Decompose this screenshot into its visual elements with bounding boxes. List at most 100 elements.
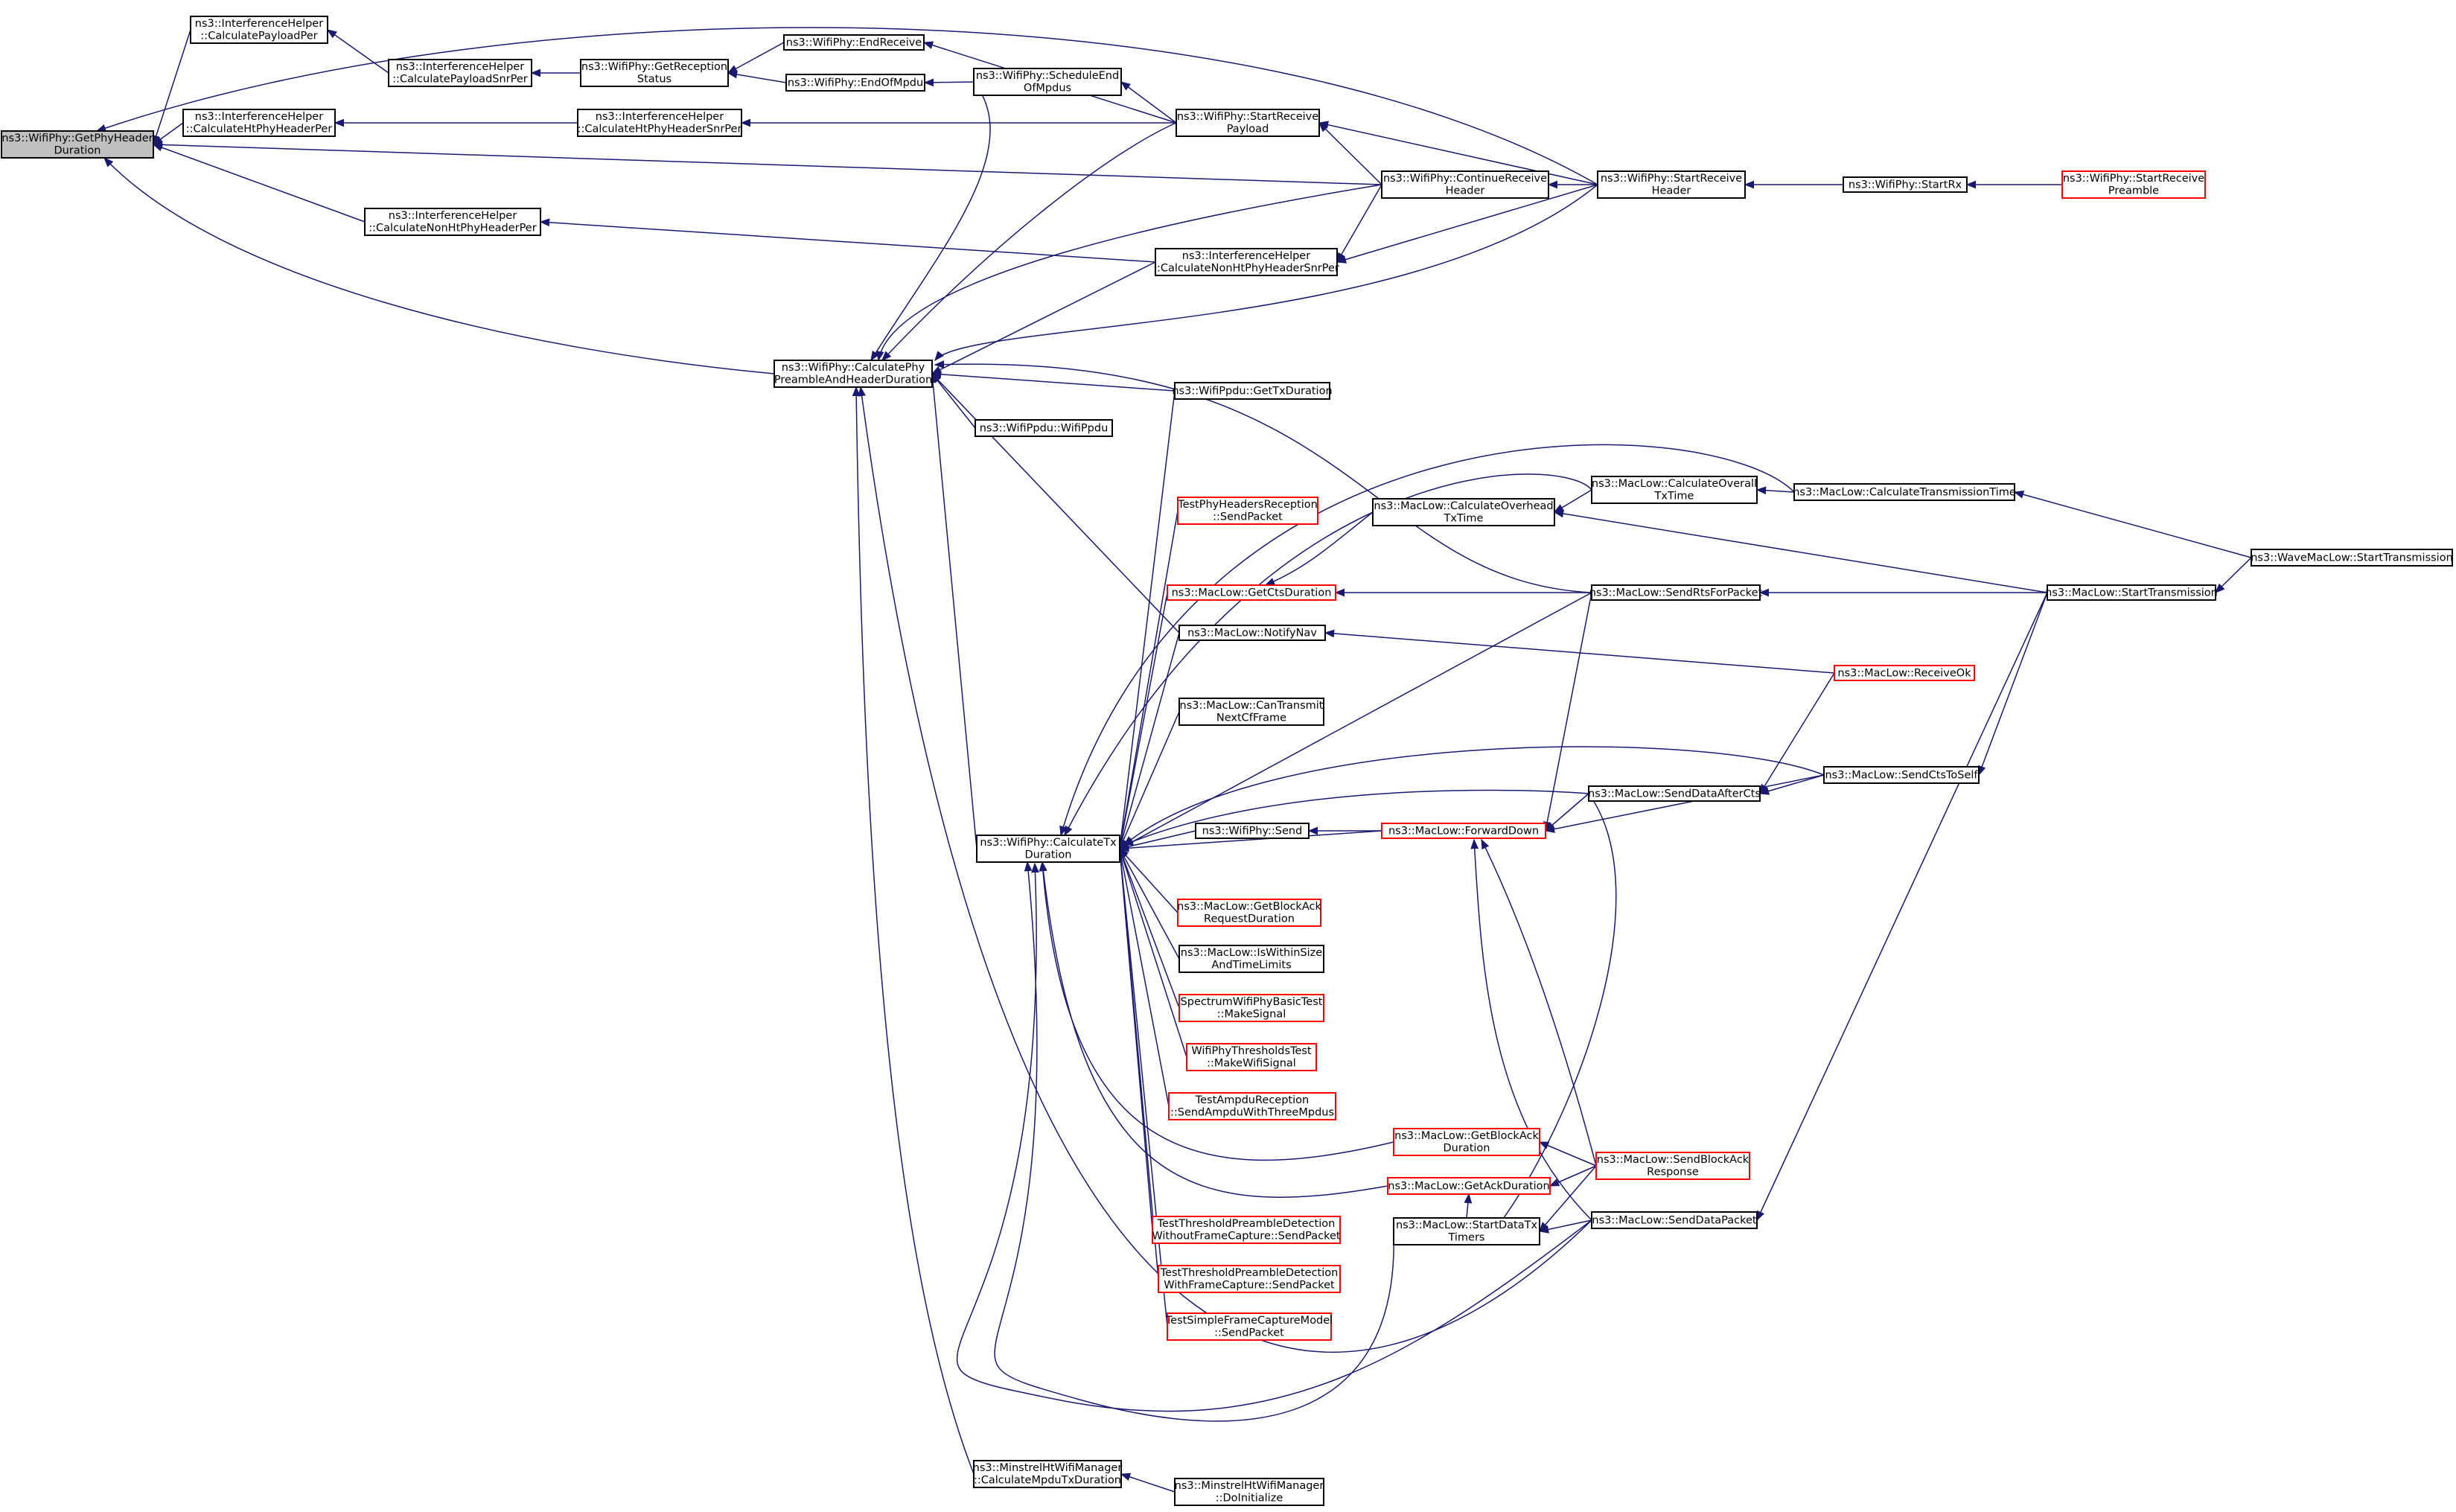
graph-node[interactable]: ns3::MacLow::CalculateTransmissionTime [1793, 483, 2016, 501]
node-label: ns3::WaveMacLow::StartTransmission [2251, 552, 2453, 564]
call-edge [1039, 861, 1388, 1198]
graph-node[interactable]: ns3::MacLow::ForwardDown [1381, 823, 1546, 839]
graph-node[interactable]: ns3::InterferenceHelper::CalculateNonHtP… [364, 208, 541, 236]
graph-node[interactable]: ns3::MacLow::SendCtsToSelf [1823, 766, 1980, 784]
graph-node[interactable]: ns3::WifiPhy::Send [1195, 823, 1310, 839]
graph-node[interactable]: ns3::MacLow::GetAckDuration [1387, 1177, 1551, 1195]
node-label: Status [637, 74, 672, 86]
graph-node[interactable]: TestThresholdPreambleDetectionWithFrameC… [1158, 1265, 1341, 1293]
node-label: ns3::InterferenceHelper [195, 111, 323, 123]
node-label: Header [1446, 185, 1485, 197]
graph-node[interactable]: ns3::WifiPpdu::WifiPpdu [975, 419, 1113, 437]
node-box [1381, 170, 1549, 199]
call-edge [931, 370, 1176, 392]
graph-node[interactable]: ns3::WifiPpdu::GetTxDuration [1172, 382, 1333, 400]
graph-node[interactable]: ns3::MacLow::ReceiveOk [1834, 665, 1975, 681]
graph-node[interactable]: ns3::WifiPhy::StartRx [1843, 176, 1968, 193]
graph-node[interactable]: ns3::InterferenceHelper::CalculatePayloa… [190, 16, 328, 44]
graph-node[interactable]: ns3::InterferenceHelper::CalculateHtPhyH… [577, 109, 742, 137]
graph-node[interactable]: ns3::WifiPhy::EndReceive [783, 34, 925, 51]
graph-node[interactable]: ns3::MacLow::StartTransmission [2045, 584, 2218, 601]
node-box [1174, 382, 1330, 400]
call-edge [875, 184, 1382, 362]
node-label: ns3::MacLow::CalculateTransmissionTime [1793, 486, 2016, 498]
node-label: Header [1652, 185, 1691, 197]
node-label: Duration [54, 145, 101, 157]
graph-node[interactable]: ns3::WifiPhy::CalculatePhyPreambleAndHea… [774, 360, 933, 388]
node-label: ns3::InterferenceHelper [389, 210, 517, 222]
node-label: ns3::WifiPhy::StartRx [1849, 179, 1962, 191]
graph-node[interactable]: ns3::WifiPhy::EndOfMpdu [785, 74, 925, 92]
graph-node[interactable]: ns3::InterferenceHelper::CalculateHtPhyH… [182, 109, 336, 137]
call-edge [1117, 390, 1176, 850]
call-edge [1481, 838, 1597, 1167]
node-label: TestThresholdPreambleDetection [1160, 1267, 1339, 1279]
node-label: TestThresholdPreambleDetection [1157, 1218, 1336, 1230]
graph-node[interactable]: WifiPhyThresholdsTest::MakeWifiSignal [1186, 1043, 1317, 1071]
graph-node[interactable]: ns3::MacLow::SendDataAfterCts [1588, 785, 1761, 802]
call-edge [1553, 509, 2048, 593]
call-edge [152, 144, 366, 223]
node-label: ns3::WifiPhy::EndOfMpdu [788, 77, 923, 89]
call-edge [1119, 847, 1180, 960]
call-edge [870, 81, 991, 362]
graph-node[interactable]: ns3::MinstrelHtWifiManager::DoInitialize [1174, 1478, 1324, 1506]
graph-node[interactable]: SpectrumWifiPhyBasicTest::MakeSignal [1178, 994, 1324, 1022]
graph-node[interactable]: ns3::MacLow::SendDataPacket [1591, 1211, 1758, 1229]
call-edge [1117, 592, 1168, 850]
call-edge [931, 373, 1180, 634]
node-label: ::MakeWifiSignal [1207, 1058, 1296, 1070]
node-label: TxTime [1444, 513, 1484, 525]
node-box [1393, 1128, 1540, 1156]
call-edge [1543, 592, 1592, 832]
node-label: ns3::MacLow::SendDataPacket [1592, 1214, 1757, 1226]
node-box [783, 34, 925, 51]
graph-node[interactable]: ns3::InterferenceHelper::CalculateNonHtP… [1153, 248, 1339, 276]
node-label: ns3::WifiPpdu::WifiPpdu [980, 422, 1109, 434]
node-label: NextCfFrame [1216, 712, 1286, 724]
node-label: ns3::MacLow::CanTransmit [1180, 700, 1324, 712]
graph-node[interactable]: ns3::MinstrelHtWifiManager::CalculateMpd… [973, 1460, 1123, 1488]
graph-node[interactable]: TestThresholdPreambleDetectionWithoutFra… [1152, 1216, 1341, 1244]
node-label: ::CalculateHtPhyHeaderSnrPer [578, 124, 742, 135]
node-label: ::CalculateHtPhyHeaderPer [186, 124, 333, 135]
node-box [1177, 497, 1318, 525]
node-box [1155, 248, 1338, 276]
node-label: AndTimeLimits [1211, 960, 1291, 972]
graph-node[interactable]: ns3::InterferenceHelper::CalculatePayloa… [388, 59, 532, 87]
graph-node[interactable]: ns3::MacLow::SendRtsForPacket [1589, 584, 1763, 601]
call-edge [103, 157, 775, 374]
graph-node[interactable]: ns3::MacLow::NotifyNav [1178, 625, 1326, 641]
node-label: ns3::InterferenceHelper [195, 18, 323, 30]
call-edge [152, 29, 191, 146]
graph-node[interactable]: ns3::WaveMacLow::StartTransmission [2251, 549, 2453, 567]
graph-node[interactable]: TestPhyHeadersReception::SendPacket [1177, 497, 1318, 525]
node-box [1167, 1312, 1332, 1341]
call-edge [95, 27, 1598, 185]
graph-node[interactable]: ns3::MacLow::GetCtsDuration [1167, 584, 1336, 601]
graph-node[interactable]: TestAmpduReception::SendAmpduWithThreeMp… [1168, 1092, 1336, 1120]
call-edge [1116, 847, 1159, 1280]
call-edge [956, 862, 1592, 1412]
graph-node[interactable]: TestSimpleFrameCaptureModel::SendPacket [1165, 1312, 1333, 1341]
call-edge [1318, 121, 1598, 185]
node-label: Payload [1227, 124, 1269, 135]
call-edge [1978, 592, 2048, 776]
call-edge [934, 184, 1598, 362]
